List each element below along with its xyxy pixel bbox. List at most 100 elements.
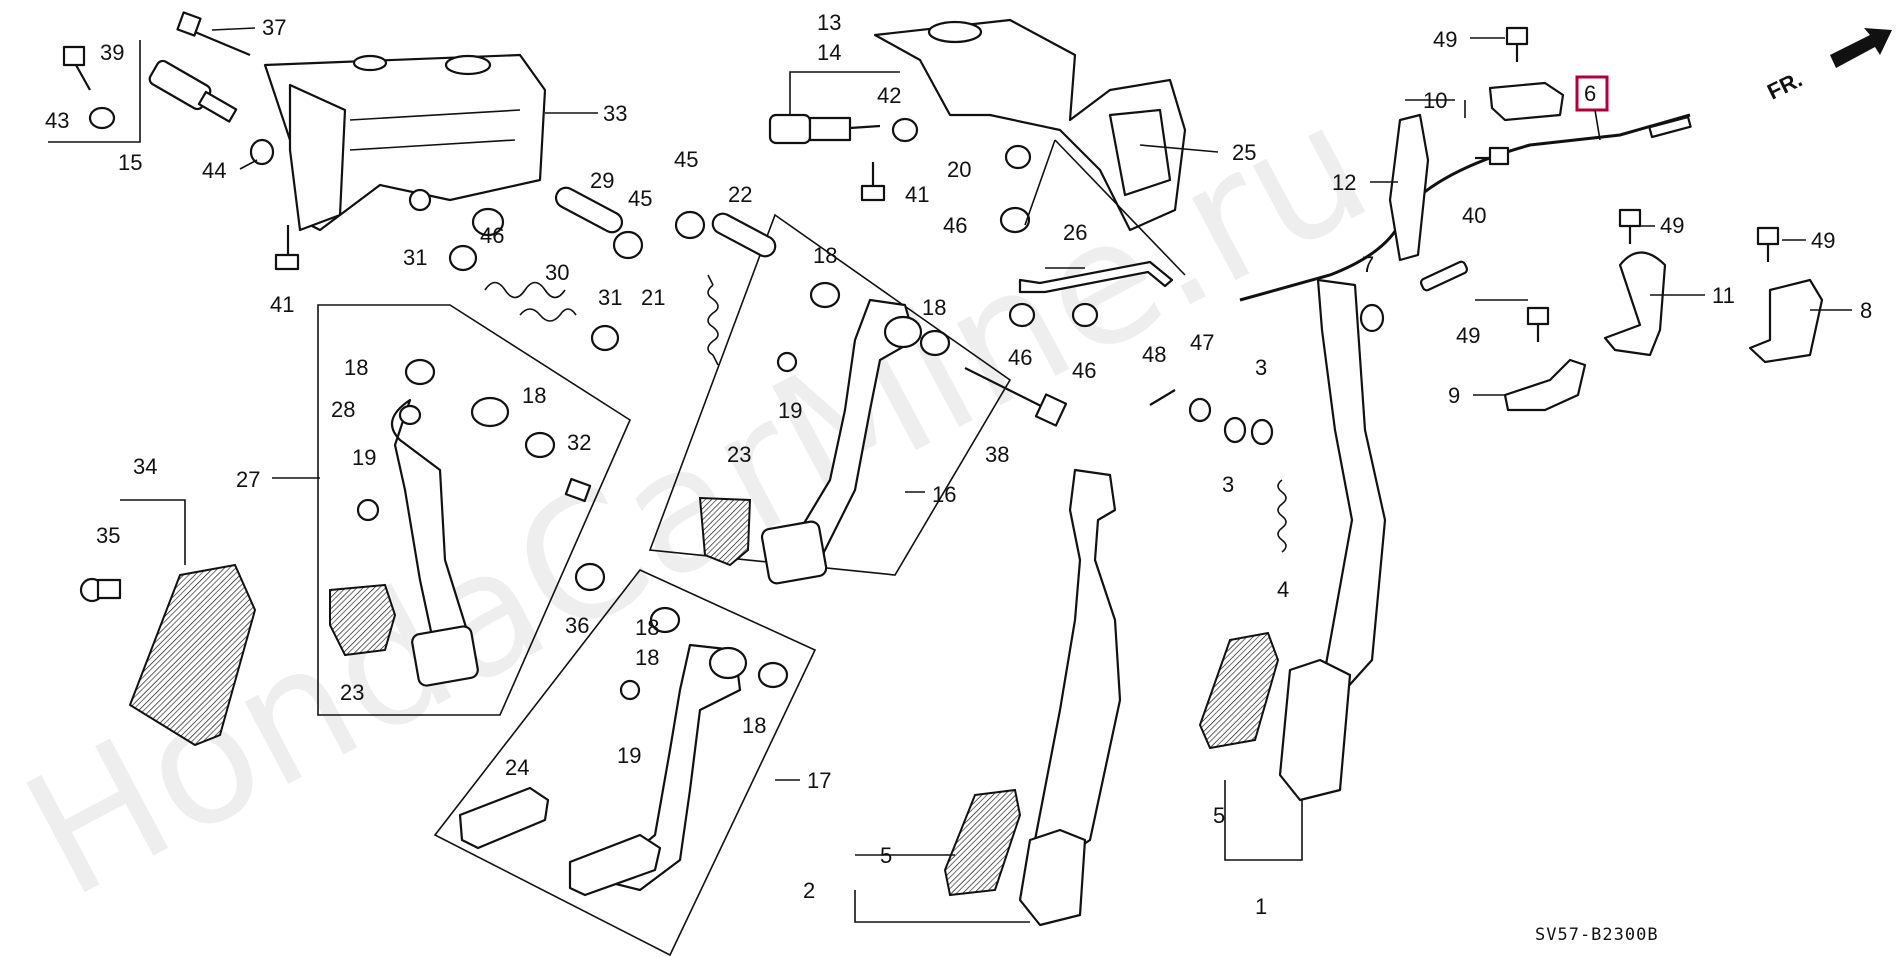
bushing-18-d [919,329,951,357]
collar-29 [554,186,624,234]
bushing-18-f [757,661,789,689]
callout-38: 38 [985,442,1009,467]
callout-44: 44 [202,158,226,183]
callout-46: 46 [1072,358,1096,383]
callout-40: 40 [1462,203,1486,228]
callout-19: 19 [352,445,376,470]
callout-36: 36 [565,613,589,638]
bolt-49-c [1756,226,1780,262]
callout-4: 4 [1277,577,1289,602]
pin-48 [1149,389,1176,406]
callout-14: 14 [817,40,841,65]
nut-44 [249,138,275,166]
leader-2 [854,890,1030,923]
spring-4 [1277,479,1287,553]
pedal-pad-23-a [329,583,397,657]
callout-16: 16 [932,482,956,507]
callout-47: 47 [1190,330,1214,355]
callout-18: 18 [922,295,946,320]
callout-46: 46 [1008,345,1032,370]
callout-46: 46 [943,213,967,238]
pedal-assembly-27 [329,396,510,687]
callout-37: 37 [262,15,286,40]
switch-13-14 [768,113,881,145]
bushing-18-a [404,358,436,386]
bracket-frame-16 [648,213,1012,576]
callout-23: 23 [727,442,751,467]
front-arrow-icon: FR. [1763,28,1892,104]
pedal-pad-23-b [698,496,752,567]
callout-49: 49 [1660,213,1684,238]
clamp-9 [1503,358,1587,412]
washer-3-b [1250,418,1274,446]
callout-6: 6 [1584,81,1596,106]
callout-33: 33 [603,101,627,126]
bracket-frame-27 [317,304,632,716]
callout-18: 18 [635,615,659,640]
bushing-18-c [809,281,841,309]
callout-30: 30 [545,260,569,285]
pedal-pad-5-b [1198,631,1280,750]
callout-7: 7 [1362,252,1374,277]
callout-27: 27 [236,467,260,492]
callout-34: 34 [133,454,157,479]
callout-41: 41 [270,292,294,317]
pad-34 [128,563,257,747]
callout-21: 21 [641,285,665,310]
callout-19: 19 [617,743,641,768]
bolt-38 [964,367,1068,427]
bushing-45-b [674,210,706,240]
nut-43 [88,106,116,130]
stopper-19-c [619,679,641,701]
pedal-pad-24 [458,786,550,850]
clamp-11 [1603,251,1667,357]
pedal-assembly-16 [698,298,923,585]
callout-48: 48 [1142,342,1166,367]
clip-35 [79,577,122,603]
pedal-bracket-33 [263,53,547,232]
collar-22 [711,212,777,258]
callout-29: 29 [590,168,614,193]
washer-3-a [1223,416,1247,444]
callout-18: 18 [344,355,368,380]
bracket-frame-17 [433,569,817,957]
highlight-box-6 [1575,75,1609,112]
callout-49: 49 [1456,323,1480,348]
grommet-20 [1004,144,1032,170]
callout-17: 17 [807,768,831,793]
callout-49: 49 [1433,27,1457,52]
callout-31: 31 [598,285,622,310]
diagram-code: SV57-B2300B [1535,925,1659,945]
watermark: HondaCarMine.ru [0,65,1398,936]
bolt-37 [176,11,251,57]
bushing-46-d [1071,302,1099,328]
callout-25: 25 [1232,140,1256,165]
callout-45: 45 [674,147,698,172]
leader-15 [48,40,141,143]
nut-42 [891,117,919,143]
callout-8: 8 [1860,298,1872,323]
callout-5: 5 [880,843,892,868]
bushing-46-c [1008,302,1036,328]
callout-31: 31 [403,245,427,270]
callout-15: 15 [118,150,142,175]
washer-47 [1188,397,1212,423]
bolt-39 [62,45,91,91]
callout-20: 20 [947,157,971,182]
callout-3: 3 [1222,472,1234,497]
bracket-8 [1748,278,1824,364]
bolt-41-b [860,162,886,202]
callout-18: 18 [635,645,659,670]
bracket-12 [1388,113,1430,262]
spring-30 [484,281,577,322]
callout-11: 11 [1712,283,1735,308]
pedal-assembly-17 [458,643,748,897]
callout-35: 35 [96,523,120,548]
callout-1: 1 [1255,894,1267,919]
callout-24: 24 [505,755,529,780]
stopper-19-a [356,498,380,522]
bushing-45-a [612,230,644,260]
bolt-41-a [274,225,300,271]
clip-32 [564,477,592,503]
